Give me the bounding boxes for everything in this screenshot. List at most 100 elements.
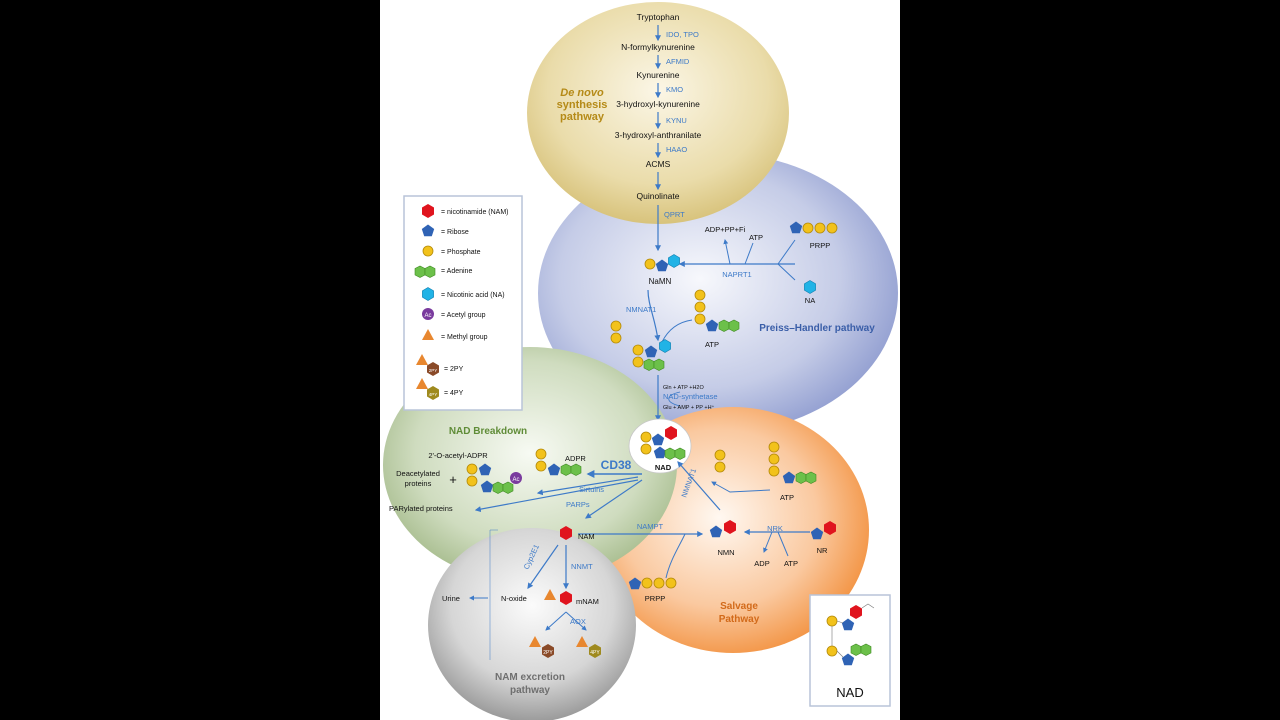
enzyme-cd38: CD38 — [601, 458, 632, 472]
excretion-region — [428, 528, 636, 720]
central-nad: NAD — [628, 418, 692, 474]
enzyme-nampt: NAMPT — [637, 522, 664, 531]
legend-label-4py: = 4PY — [444, 390, 464, 397]
breakdown-pathway: 2'-O-acetyl-ADPR Deacetylated proteins +… — [389, 448, 643, 519]
arrow-aox-left — [545, 611, 567, 631]
label-prpp-top: PRPP — [810, 241, 830, 250]
branch-prpp-in — [777, 239, 796, 265]
enzyme-ido-tpo: IDO, TPO — [666, 30, 699, 39]
acetyl-symbol: Ac — [512, 477, 519, 483]
inset-label: NAD — [836, 685, 863, 700]
legend-label-nam: = nicotinamide (NAM) — [441, 209, 509, 216]
excretion-title-2: pathway — [510, 685, 550, 696]
preiss-handler-pathway: QPRT NaMN ADP+PP+Fi ATP PRPP NAPRT1 NA A… — [610, 205, 838, 422]
label-noxide: N-oxide — [501, 594, 527, 603]
enzyme-qprt: QPRT — [664, 210, 685, 219]
legend-4py-symbol: 4PY — [429, 392, 438, 397]
metabolite-acms: ACMS — [646, 159, 671, 169]
arrow-nmnat1-preiss — [647, 289, 661, 342]
metabolite-quinolinate: Quinolinate — [636, 191, 679, 201]
metabolite-tryptophan: Tryptophan — [637, 12, 680, 22]
acetyl-icon — [510, 472, 522, 484]
label-adp-salvage: ADP — [754, 559, 769, 568]
branch-prpp — [665, 533, 686, 579]
enzyme-naprt1: NAPRT1 — [722, 270, 751, 279]
legend-4py-icon — [427, 386, 439, 400]
nad-structure-inset: NAD — [809, 594, 891, 707]
branch-adp-out — [723, 239, 731, 265]
denovo-pathway: Tryptophan N-formylkynurenine Kynurenine… — [615, 12, 702, 201]
arrow-aox-right — [565, 611, 587, 631]
legend-label-ribose: = Ribose — [441, 229, 469, 236]
enzyme-haao: HAAO — [666, 145, 687, 154]
label-nam: NAM — [578, 532, 595, 541]
label-na: NA — [805, 296, 815, 305]
arrow-atp-in — [661, 319, 693, 343]
inset-sidechain — [861, 603, 875, 609]
enzyme-afmid: AFMID — [666, 57, 690, 66]
label-nr: NR — [817, 546, 828, 555]
label-acetyl-adpr: 2'-O-acetyl-ADPR — [428, 451, 488, 460]
legend-label-methyl: = Methyl group — [441, 334, 488, 341]
arrow-nmnat1-salvage — [677, 461, 721, 511]
inset-bond-2 — [836, 620, 844, 624]
label-adp-pp: ADP+PP+Fi — [705, 225, 746, 234]
enzyme-kynu: KYNU — [666, 116, 687, 125]
label-urine: Urine — [442, 594, 460, 603]
branch-nrk-adp — [763, 531, 773, 553]
nad-metabolism-diagram: De novo synthesis pathway Preiss–Handler… — [383, 2, 898, 720]
branch-atp-in — [744, 242, 754, 265]
label-atp-nrk: ATP — [784, 559, 798, 568]
enzyme-sirtuins: Sirtuins — [579, 485, 604, 494]
denovo-title: De novo — [560, 87, 604, 99]
arrow-cyp2e1 — [527, 544, 559, 589]
nad-label: NAD — [655, 463, 672, 472]
metabolite-3-hydroxyl-anthranilate: 3-hydroxyl-anthranilate — [615, 130, 702, 140]
plus-sign: + — [449, 472, 457, 487]
label-2py: 2PY — [543, 650, 553, 656]
legend-label-phosphate: = Phosphate — [441, 249, 481, 256]
label-atp-salvage: ATP — [780, 493, 794, 502]
legend-acetyl-icon — [422, 308, 434, 320]
salvage-title: Salvage — [720, 601, 758, 612]
legend: = nicotinamide (NAM) = Ribose = Phosphat… — [403, 195, 523, 411]
inset-bond-3 — [836, 650, 844, 658]
enzyme-nnmt: NNMT — [571, 562, 593, 571]
2py-icon — [542, 644, 554, 658]
4py-icon — [589, 644, 601, 658]
enzyme-kmo: KMO — [666, 85, 683, 94]
legend-label-2py: = 2PY — [444, 366, 464, 373]
legend-2py-icon — [427, 362, 439, 376]
label-prpp-salvage: PRPP — [645, 594, 665, 603]
metabolite-kynurenine: Kynurenine — [636, 70, 679, 80]
label-adpr: ADPR — [565, 454, 586, 463]
enzyme-aox: AOX — [570, 617, 586, 626]
breakdown-title: NAD Breakdown — [449, 426, 527, 437]
legend-label-na: = Nicotinic acid (NA) — [441, 292, 505, 299]
branch-nrk-atp — [777, 531, 789, 557]
legend-label-adenine: = Adenine — [441, 268, 472, 275]
arrow-parps — [474, 479, 639, 513]
metabolite-3-hydroxyl-kynurenine: 3-hydroxyl-kynurenine — [616, 99, 700, 109]
label-atp-preiss: ATP — [705, 340, 719, 349]
denovo-title-3: pathway — [560, 111, 605, 123]
branch-na-in — [777, 263, 796, 281]
label-atp-top: ATP — [749, 233, 763, 242]
label-nmn: NMN — [717, 548, 734, 557]
denovo-title-2: synthesis — [557, 99, 608, 111]
label-deacetylated: Deacetylated — [396, 469, 440, 478]
arrow-to-nam — [585, 479, 643, 519]
excretion-title: NAM excretion — [495, 672, 565, 683]
label-deacetylated-2: proteins — [405, 479, 432, 488]
enzyme-parps: PARPs — [566, 500, 590, 509]
preiss-title: Preiss–Handler pathway — [759, 323, 875, 334]
diagram-canvas: De novo synthesis pathway Preiss–Handler… — [380, 0, 900, 720]
label-mnam: mNAM — [576, 597, 599, 606]
metabolite-n-formylkynurenine: N-formylkynurenine — [621, 42, 695, 52]
label-glu: Glu + AMP + PP +H⁺ — [663, 404, 715, 411]
label-gln: Gln + ATP +H2O — [663, 385, 704, 391]
label-namn: NaMN — [649, 277, 672, 286]
branch-salvage-atp — [711, 481, 771, 493]
arrow-sirtuins — [536, 476, 639, 496]
enzyme-nad-synthetase: NAD-synthetase — [663, 392, 718, 401]
